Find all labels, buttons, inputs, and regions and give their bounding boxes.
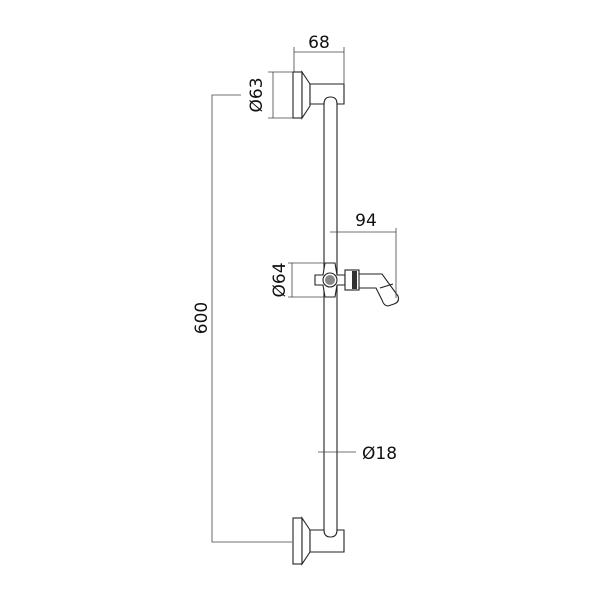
dimension-68 xyxy=(293,47,345,84)
dimension-label-68: 68 xyxy=(308,33,330,53)
dimension-94 xyxy=(330,228,397,298)
bottom-wall-bracket xyxy=(292,516,345,566)
dimension-64 xyxy=(288,262,325,298)
top-wall-bracket xyxy=(292,70,345,120)
dimension-label-18: Ø18 xyxy=(362,444,397,464)
dimension-63 xyxy=(268,71,293,119)
dimension-label-63: Ø63 xyxy=(247,77,267,112)
dimension-label-600: 600 xyxy=(192,302,212,334)
slider-holder xyxy=(314,262,400,307)
slide-rod xyxy=(323,100,338,536)
dimension-label-64: Ø64 xyxy=(270,262,290,297)
dimension-label-94: 94 xyxy=(355,211,377,231)
dimension-600 xyxy=(211,94,292,543)
